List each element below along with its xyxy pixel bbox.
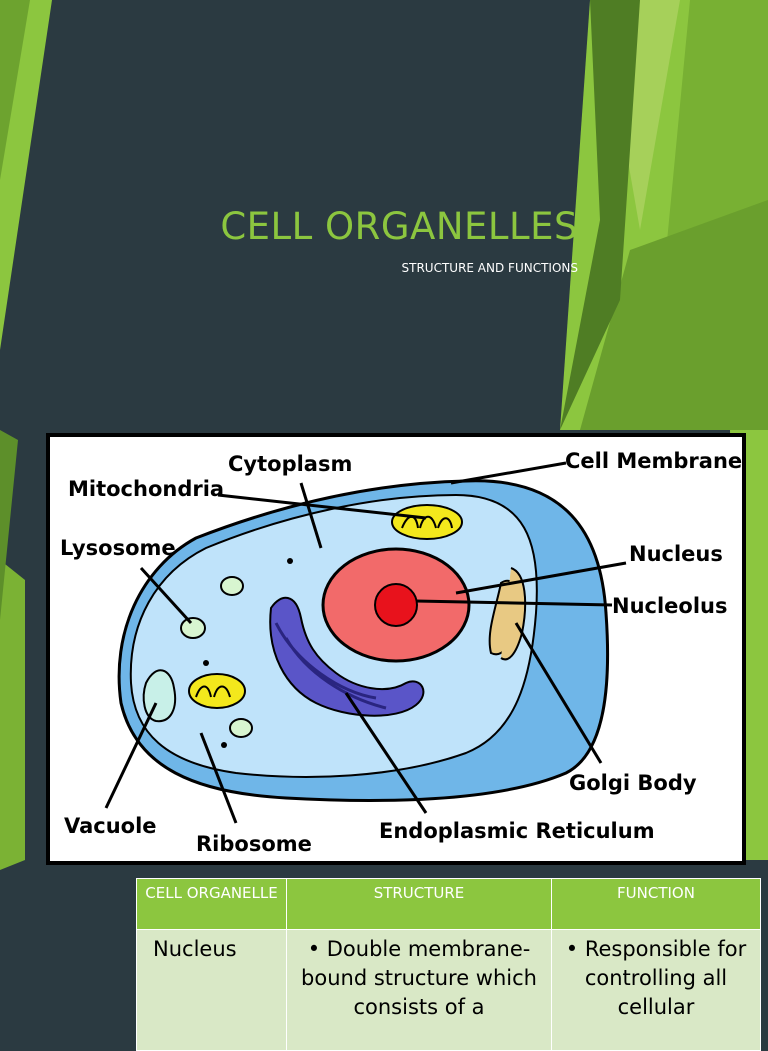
lysosome-shape-3 [229,718,253,738]
mitochondria-shape-top [391,504,463,540]
cell-organelle-name: Nucleus [136,929,287,1051]
label-nucleolus: Nucleolus [612,594,728,618]
cell-function: • Responsible for controlling all cellul… [551,929,761,1051]
label-lysosome: Lysosome [60,536,176,560]
er-folds [274,622,387,710]
nucleolus-shape [374,583,418,627]
cell-diagram: Cytoplasm Cell Membrane Mitochondria Lys… [46,433,746,865]
table-header-row: CELL ORGANELLE STRUCTURE FUNCTION [136,878,761,930]
label-cell-membrane: Cell Membrane [565,449,742,473]
lysosome-shape-2 [220,576,244,596]
label-cytoplasm: Cytoplasm [228,452,352,476]
table-row: Nucleus • Double membrane-bound structur… [136,929,761,1051]
ribosome-dot [203,660,209,666]
ribosome-dot [287,558,293,564]
endoplasmic-reticulum-shape [269,596,425,717]
label-endoplasmic-reticulum: Endoplasmic Reticulum [379,819,655,843]
label-vacuole: Vacuole [64,814,157,838]
vacuole-shape [142,669,176,723]
organelle-table: CELL ORGANELLE STRUCTURE FUNCTION Nucleu… [136,878,761,1051]
cell-structure: • Double membrane-bound structure which … [286,929,552,1051]
mitochondria-folds-bottom [195,685,231,698]
leader-lines [104,461,627,824]
header-function: FUNCTION [551,878,761,930]
slide-subtitle: STRUCTURE AND FUNCTIONS [401,261,578,275]
lysosome-shape [180,617,206,639]
label-ribosome: Ribosome [196,832,312,856]
header-structure: STRUCTURE [286,878,552,930]
label-nucleus: Nucleus [629,542,723,566]
cell-diagram-svg: Cytoplasm Cell Membrane Mitochondria Lys… [50,437,742,861]
ribosome-dot [221,742,227,748]
header-cell-organelle: CELL ORGANELLE [136,878,287,930]
label-golgi-body: Golgi Body [569,771,697,795]
slide-title: CELL ORGANELLES [220,205,578,248]
label-mitochondria: Mitochondria [68,477,224,501]
